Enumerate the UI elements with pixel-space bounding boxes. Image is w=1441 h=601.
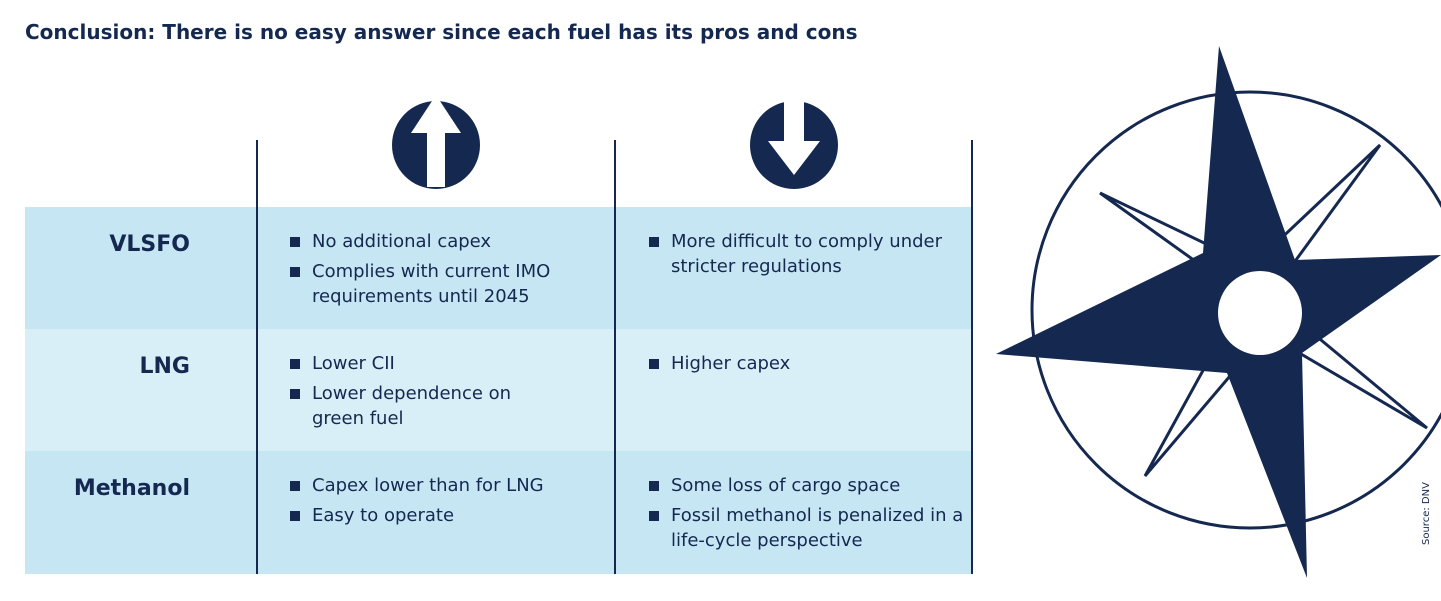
bullet-square-icon (649, 237, 659, 247)
cons-cell: Higher capex (649, 351, 979, 381)
list-item: Lower dependence on green fuel (290, 381, 562, 431)
column-divider (614, 140, 616, 574)
bullet-square-icon (290, 359, 300, 369)
bullet-square-icon (649, 511, 659, 521)
fuel-label: Methanol (73, 476, 190, 501)
fuel-label: VLSFO (109, 232, 190, 257)
bullet-square-icon (649, 359, 659, 369)
cons-cell: Some loss of cargo space Fossil methanol… (649, 473, 979, 558)
bullet-square-icon (649, 481, 659, 491)
fuel-row-lng: LNG Lower CII Lower dependence on green … (25, 329, 973, 451)
list-item: Easy to operate (290, 503, 610, 528)
list-item: Complies with current IMO requirements u… (290, 259, 610, 309)
bullet-square-icon (290, 237, 300, 247)
bullet-square-icon (290, 481, 300, 491)
bullet-square-icon (290, 267, 300, 277)
list-item: More difficult to comply under stricter … (649, 229, 979, 279)
page-title: Conclusion: There is no easy answer sinc… (25, 20, 858, 44)
list-item: Capex lower than for LNG (290, 473, 610, 498)
source-note: Source: DNV (1421, 482, 1432, 545)
column-divider (971, 140, 973, 574)
compass-rose-icon (996, 46, 1441, 578)
bullet-square-icon (290, 511, 300, 521)
fuel-row-vlsfo: VLSFO No additional capex Complies with … (25, 207, 973, 329)
bullet-square-icon (290, 389, 300, 399)
list-item: Higher capex (649, 351, 979, 376)
pros-cell: Lower CII Lower dependence on green fuel (290, 351, 610, 436)
list-item: Lower CII (290, 351, 610, 376)
pros-cell: Capex lower than for LNG Easy to operate (290, 473, 610, 533)
cons-cell: More difficult to comply under stricter … (649, 229, 979, 284)
pros-cell: No additional capex Complies with curren… (290, 229, 610, 314)
list-item: Fossil methanol is penalized in a life-c… (649, 503, 979, 553)
up-arrow-icon (392, 95, 480, 189)
down-arrow-icon (750, 95, 838, 189)
fuel-label: LNG (139, 354, 191, 379)
list-item: No additional capex (290, 229, 610, 254)
list-item: Some loss of cargo space (649, 473, 979, 498)
column-divider (256, 140, 258, 574)
fuel-row-methanol: Methanol Capex lower than for LNG Easy t… (25, 451, 973, 574)
